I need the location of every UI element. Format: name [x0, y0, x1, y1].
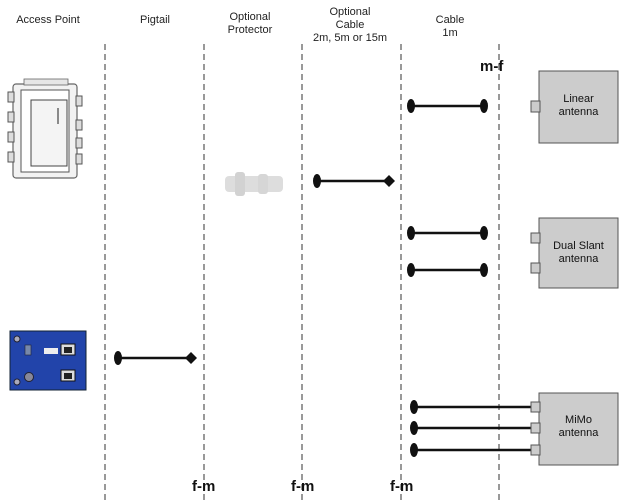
header-optional-protector-line2: Protector [227, 24, 273, 36]
access-point-board [9, 330, 87, 391]
optional-cable [313, 174, 395, 188]
column-dividers [104, 44, 500, 500]
mimo-antenna-label-line2: antenna [558, 427, 599, 439]
dual-slant-antenna-label-line1: Dual Slant [553, 240, 604, 252]
access-point-enclosure [7, 78, 83, 179]
linear-antenna-label-line2: antenna [558, 106, 599, 118]
cable-1m-linear [407, 99, 488, 113]
header-pigtail-label: Pigtail [140, 14, 170, 26]
header-cable-line1: Cable [435, 14, 465, 26]
linear-antenna [530, 70, 619, 144]
header-access-point: Access Point [8, 14, 88, 27]
pigtail-cable [114, 351, 197, 365]
linear-antenna-label-line1: Linear [563, 93, 594, 105]
cable-1m-mimo-1 [410, 400, 532, 414]
header-optional-cable-line3: 2m, 5m or 15m [313, 32, 387, 44]
header-access-point-label: Access Point [16, 14, 80, 26]
cable-1m-dual-slant-2 [407, 263, 488, 277]
cable-1m-mimo-3 [410, 443, 532, 457]
mimo-antenna [530, 392, 619, 466]
header-cable: Cable 1m [415, 14, 485, 40]
connector-label-top: m-f [480, 58, 504, 75]
dual-slant-antenna [530, 217, 619, 289]
header-optional-cable-line1: Optional [329, 6, 371, 18]
header-optional-cable-line2: Cable [335, 19, 365, 31]
connector-label-bottom-3: f-m [390, 478, 414, 495]
connector-label-bottom-1: f-m [192, 478, 216, 495]
pigtail-connector-end [114, 351, 122, 365]
header-optional-cable: Optional Cable 2m, 5m or 15m [300, 6, 400, 45]
header-optional-protector: Optional Protector [210, 11, 290, 37]
optional-cable-diamond-end [383, 175, 395, 187]
cable-1m-dual-slant-1 [407, 226, 488, 240]
mimo-antenna-label: MiMo antenna [539, 414, 618, 440]
pigtail-diamond-end [185, 352, 197, 364]
optional-protector [225, 172, 283, 196]
optional-cable-connector-end [313, 174, 321, 188]
header-pigtail: Pigtail [120, 14, 190, 27]
header-optional-protector-line1: Optional [229, 11, 271, 23]
cable-1m-mimo-2 [410, 421, 532, 435]
connector-label-bottom-2: f-m [291, 478, 315, 495]
dual-slant-antenna-label-line2: antenna [558, 253, 599, 265]
header-cable-line2: 1m [442, 27, 458, 39]
linear-antenna-label: Linear antenna [539, 93, 618, 119]
dual-slant-antenna-label: Dual Slant antenna [539, 240, 618, 266]
mimo-antenna-label-line1: MiMo [565, 414, 592, 426]
